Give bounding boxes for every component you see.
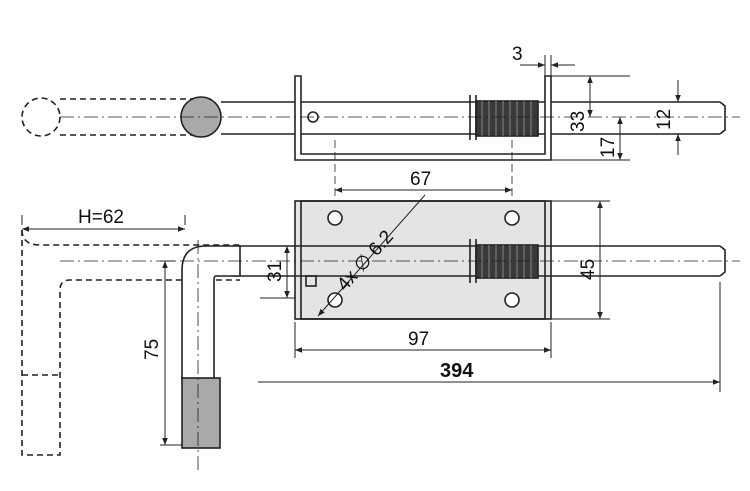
plate-width-label: 97 <box>408 329 429 350</box>
bolt-diameter-label: 12 <box>654 109 675 130</box>
spring-front <box>475 244 539 279</box>
mount-hole <box>327 210 343 226</box>
plate-offset-label: 31 <box>265 261 286 282</box>
mount-hole <box>504 292 520 308</box>
bracket-height-label: 17 <box>598 137 619 158</box>
front-view <box>21 200 740 470</box>
handle-length-label: 75 <box>142 339 163 360</box>
hole-spacing-label: 67 <box>410 169 431 190</box>
top-view <box>21 75 740 200</box>
total-length-label: 394 <box>440 360 474 382</box>
top-dimensions <box>335 55 681 193</box>
handle-grip <box>181 377 221 449</box>
plate-height-label: 45 <box>578 259 599 280</box>
spring-top <box>475 100 539 137</box>
mount-hole <box>504 210 520 226</box>
front-dimensions <box>21 194 721 446</box>
l-handle <box>181 245 241 380</box>
ghost-handle-front <box>21 229 240 456</box>
gap-label: 3 <box>512 44 523 65</box>
mount-hole <box>327 292 343 308</box>
bolt-offset-label: 33 <box>568 111 589 132</box>
handle-width-label: H=62 <box>78 207 124 228</box>
